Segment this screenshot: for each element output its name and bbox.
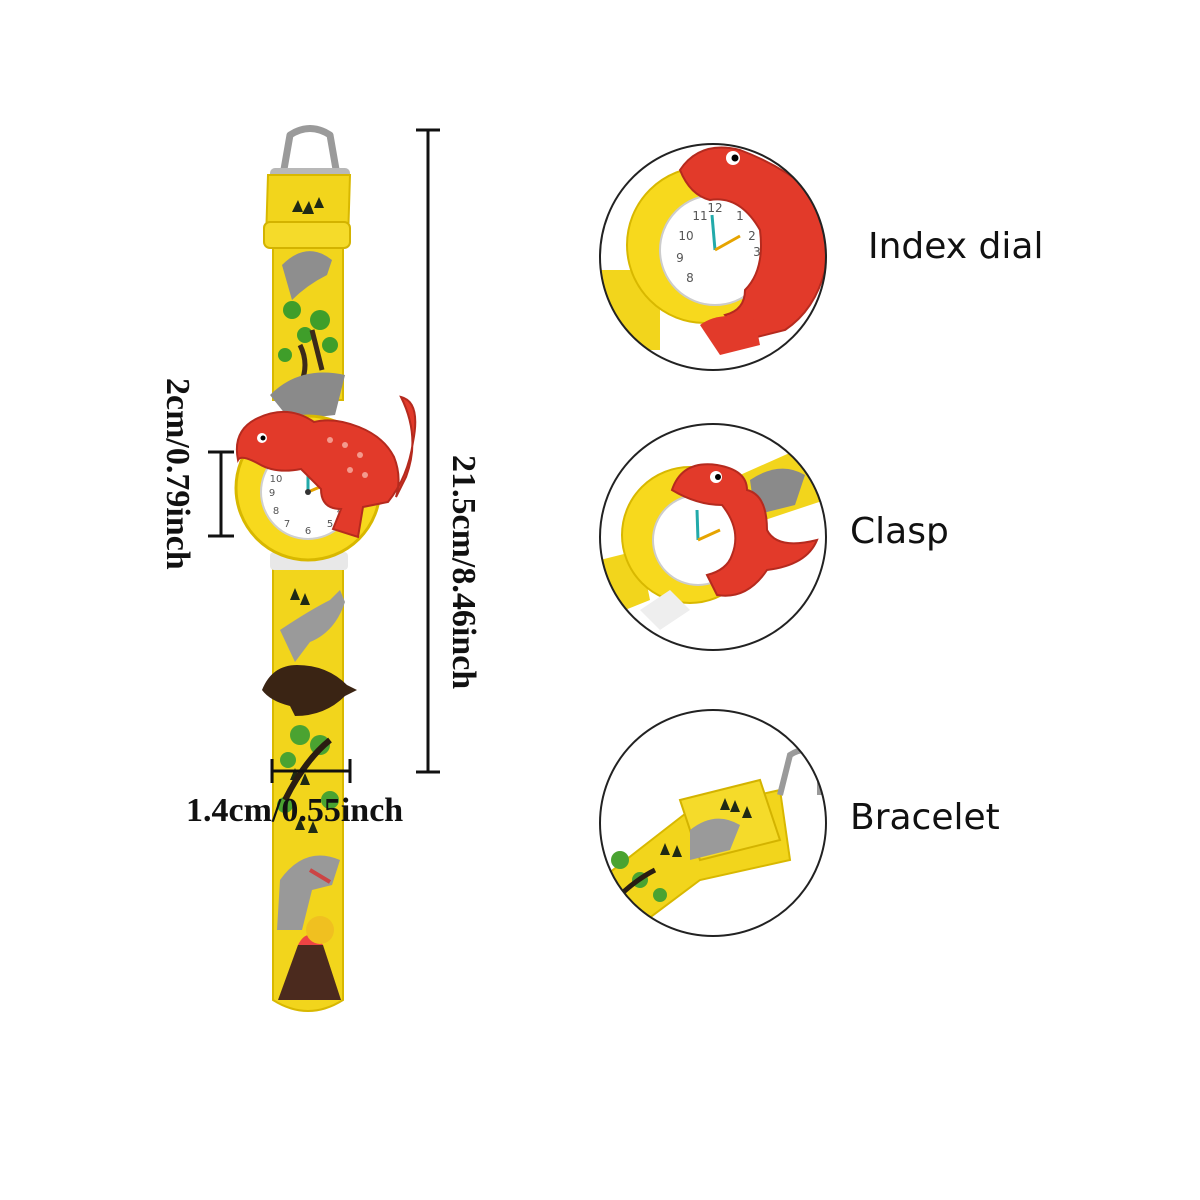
svg-text:3: 3 <box>753 245 761 259</box>
buckle-icon <box>279 125 341 176</box>
feature-label-clasp: Clasp <box>850 511 949 552</box>
svg-text:12: 12 <box>707 201 722 215</box>
svg-text:9: 9 <box>269 488 275 499</box>
svg-text:2: 2 <box>748 229 756 243</box>
svg-text:10: 10 <box>270 474 283 485</box>
dial-closeup-icon: 12 12 3 98 11 10 <box>599 143 827 371</box>
triceratops-icon <box>262 665 357 716</box>
svg-text:8: 8 <box>686 271 694 285</box>
total-length-dimension-line <box>416 128 440 774</box>
svg-text:6: 6 <box>305 526 311 537</box>
feature-label-bracelet: Bracelet <box>850 797 1000 838</box>
clasp-closeup-icon <box>599 423 827 651</box>
total-length-label: 21.5cm/8.46inch <box>445 455 482 690</box>
red-dinosaur-icon <box>236 395 417 539</box>
strap-width-dimension-line <box>270 759 352 783</box>
svg-text:11: 11 <box>692 209 707 223</box>
bracelet-closeup-icon <box>599 709 827 937</box>
dial-width-dimension-line <box>208 450 234 538</box>
svg-text:5: 5 <box>327 519 333 530</box>
svg-text:7: 7 <box>284 519 290 530</box>
feature-label-index-dial: Index dial <box>868 226 1044 267</box>
strap-width-label: 1.4cm/0.55inch <box>186 792 404 829</box>
svg-text:8: 8 <box>273 506 279 517</box>
dial-width-label: 2cm/0.79inch <box>159 378 196 570</box>
svg-text:9: 9 <box>676 251 684 265</box>
svg-text:1: 1 <box>736 209 744 223</box>
svg-text:10: 10 <box>678 229 693 243</box>
